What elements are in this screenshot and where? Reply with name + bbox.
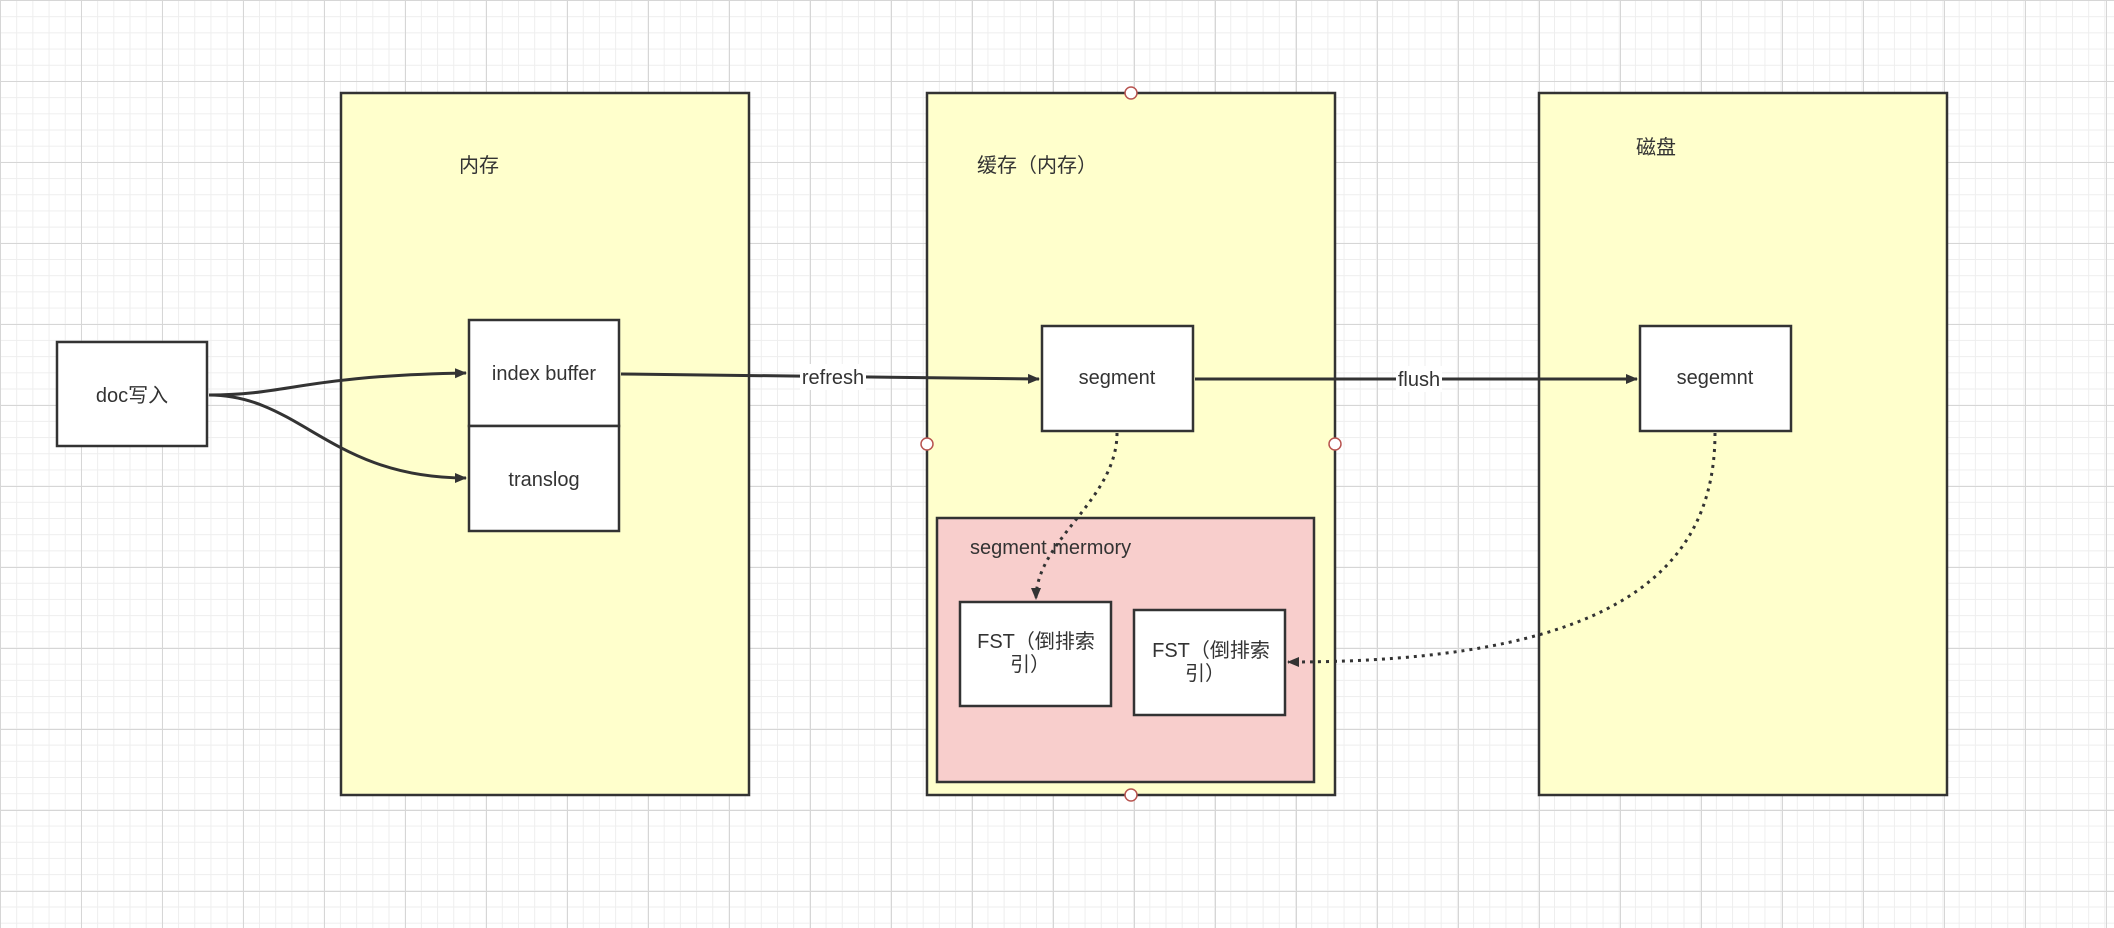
index-buffer-label: index buffer <box>492 363 596 385</box>
disk-container[interactable]: 磁盘 <box>1537 91 1949 797</box>
disk-container-title: 磁盘 <box>1636 136 1676 159</box>
edge-doc-to-index-buffer[interactable] <box>208 368 467 397</box>
disk-segment-node[interactable]: segemnt <box>1638 324 1793 433</box>
edge-segment-to-fst-left[interactable] <box>1031 432 1119 600</box>
index-buffer-node[interactable]: index buffer <box>467 318 621 428</box>
fst-right-label-line2: 引） <box>1185 662 1225 685</box>
disk-segment-label: segemnt <box>1677 367 1754 389</box>
segment-memory-label: segment mermory <box>970 537 1131 559</box>
fst-left-label-line2: 引） <box>1010 653 1050 676</box>
edge-disk-segment-to-fst-right[interactable] <box>1287 432 1717 667</box>
refresh-label-bg <box>800 364 866 390</box>
segment-label: segment <box>1079 367 1156 389</box>
connection-port-left[interactable] <box>920 437 934 451</box>
fst-left-node[interactable]: FST（倒排索 引） <box>958 600 1113 708</box>
connection-port-top[interactable] <box>1124 86 1138 100</box>
flush-label: flush <box>1398 369 1440 391</box>
cache-container-title: 缓存（内存） <box>977 154 1097 177</box>
segment-node[interactable]: segment <box>1040 324 1195 433</box>
doc-write-node[interactable]: doc写入 <box>55 340 209 448</box>
memory-container-title: 内存 <box>459 154 499 177</box>
connection-port-bottom[interactable] <box>1124 788 1138 802</box>
translog-node[interactable]: translog <box>467 424 621 533</box>
fst-right-label-line1: FST（倒排索 <box>1152 639 1270 662</box>
translog-label: translog <box>508 469 579 491</box>
refresh-label: refresh <box>802 367 864 389</box>
fst-right-node[interactable]: FST（倒排索 引） <box>1132 608 1287 717</box>
edge-doc-to-translog[interactable] <box>208 393 467 483</box>
connection-port-right[interactable] <box>1328 437 1342 451</box>
doc-write-label: doc写入 <box>96 385 168 407</box>
fst-left-label-line1: FST（倒排索 <box>977 630 1095 653</box>
flush-label-bg <box>1396 366 1442 392</box>
